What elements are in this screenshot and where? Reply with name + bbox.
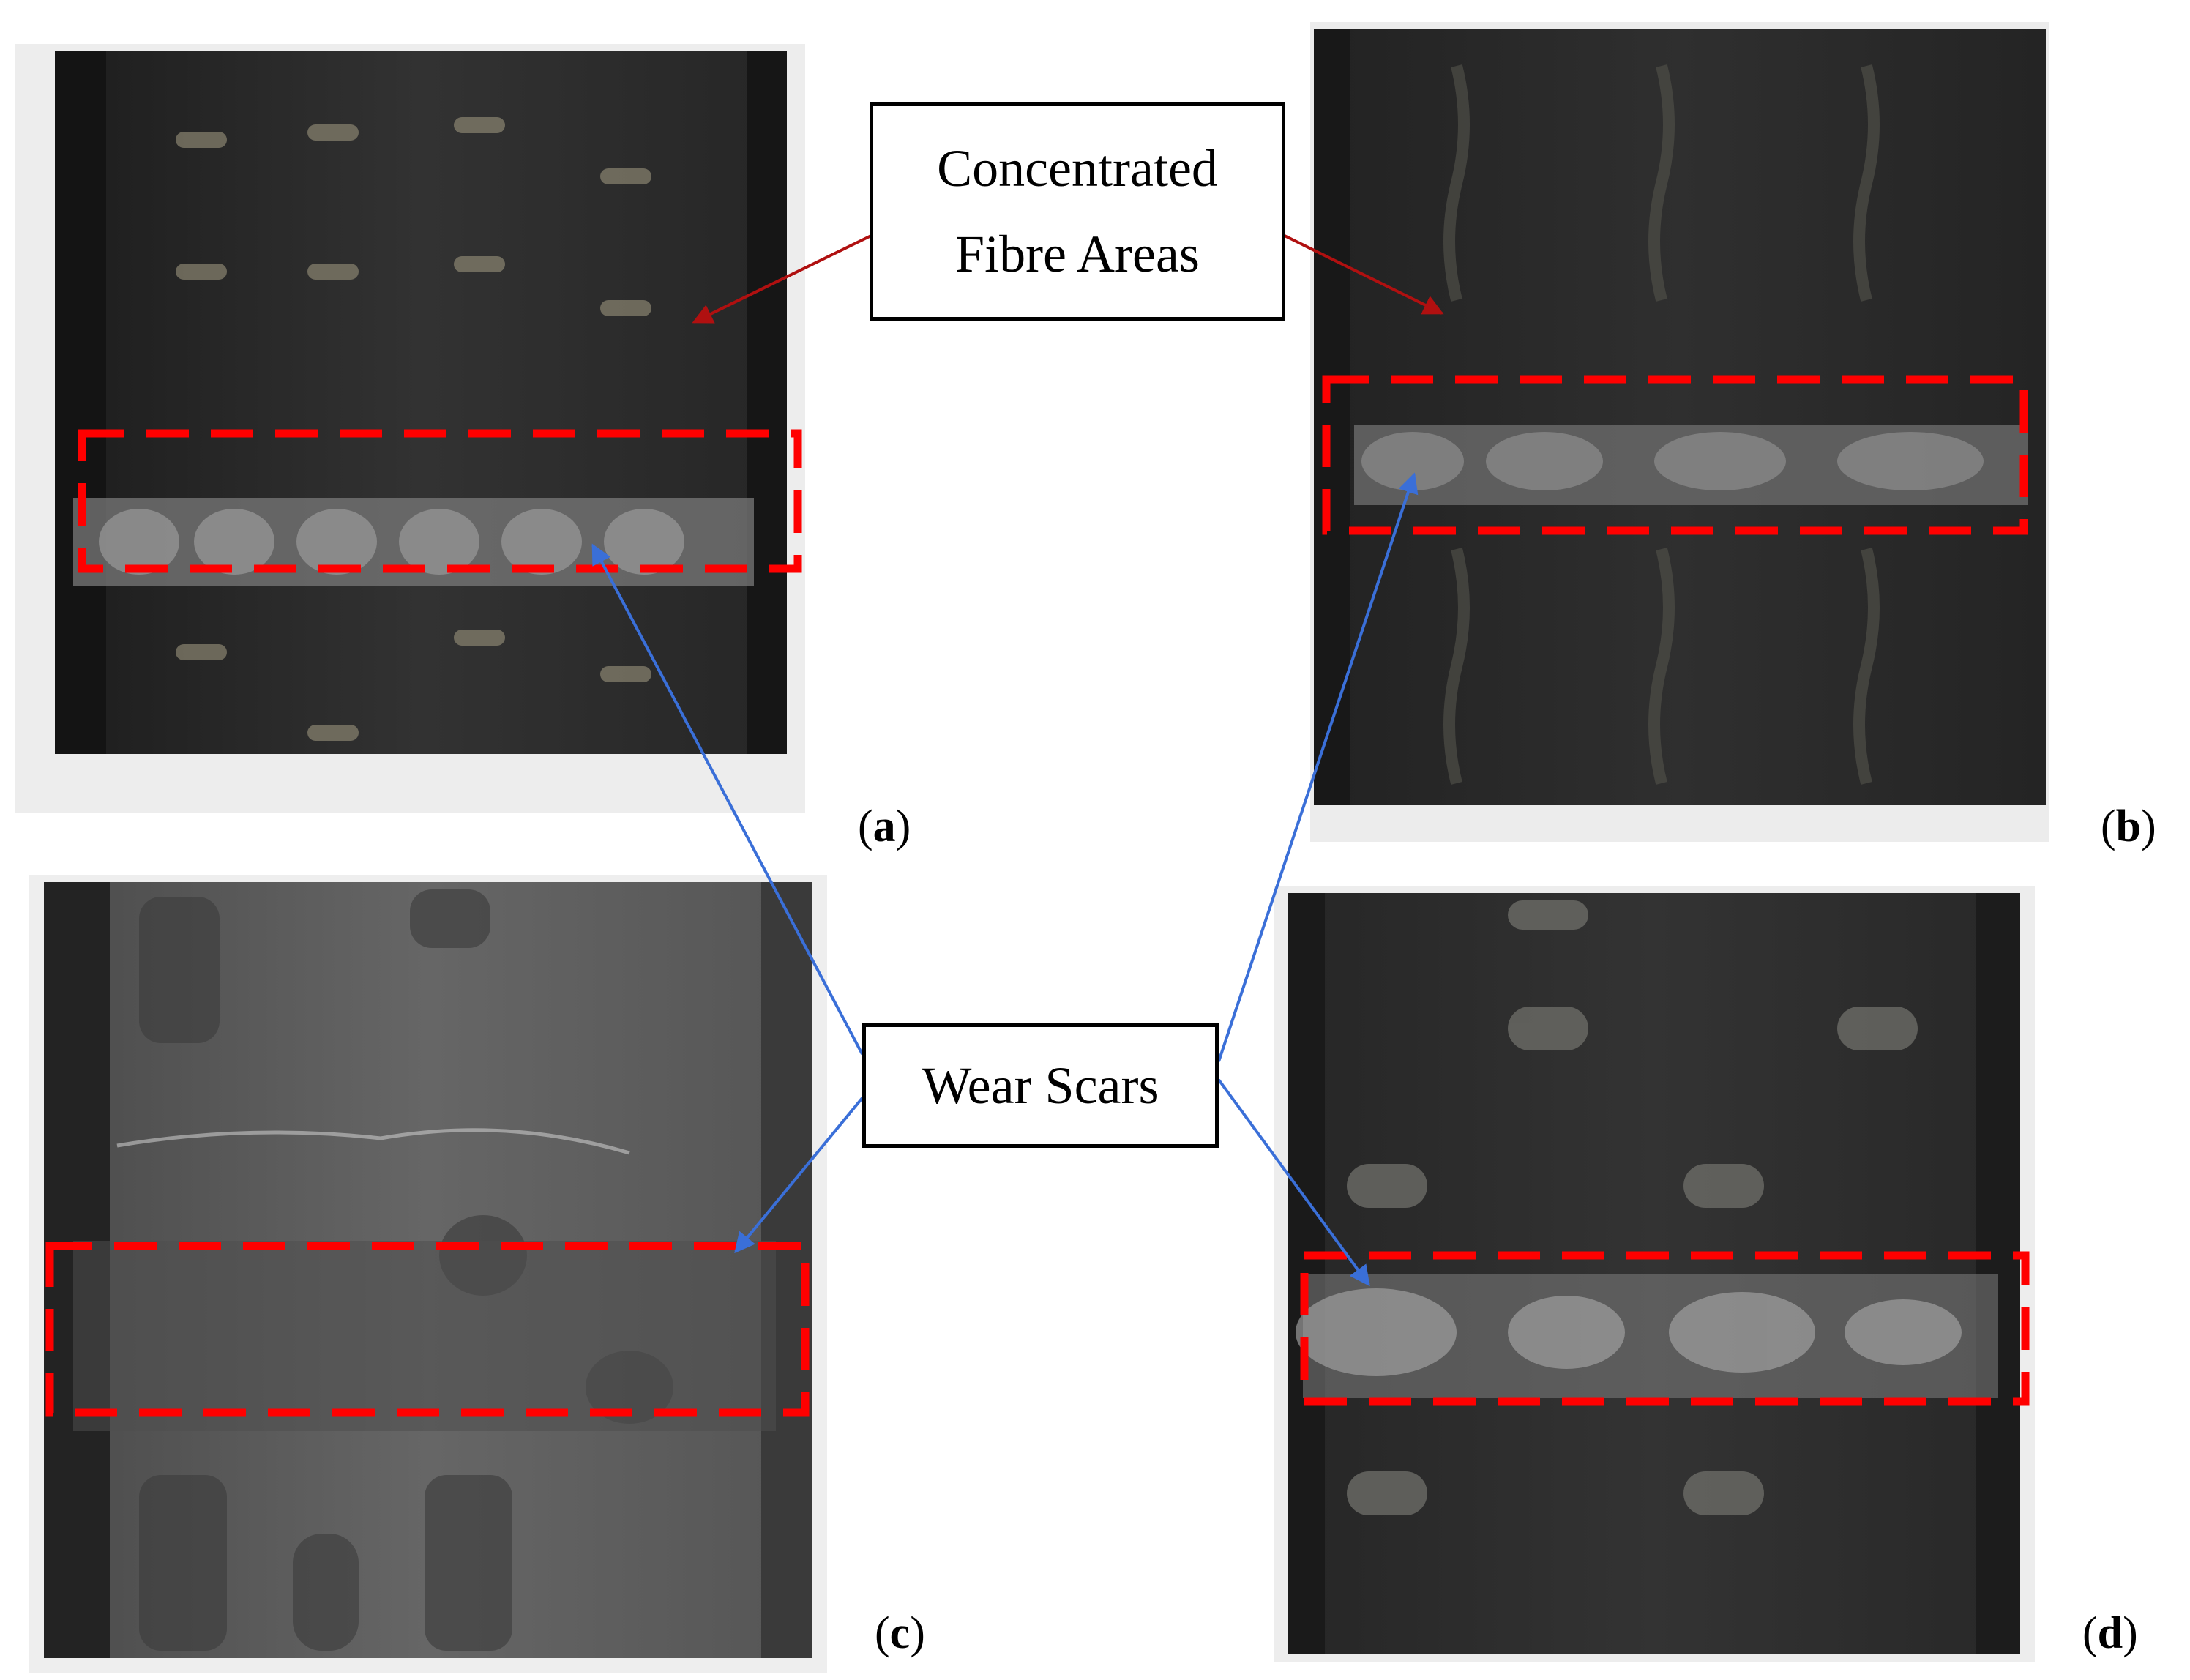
concentrated-fibre-line1: Concentrated <box>937 139 1218 198</box>
concentrated-fibre-callout: Concentrated Fibre Areas <box>870 102 1285 321</box>
panel-label-c: (c) <box>875 1608 925 1658</box>
concentrated-fibre-line2: Fibre Areas <box>955 225 1200 283</box>
specimen-photo-a <box>15 44 805 813</box>
panel-label-d: (d) <box>2082 1608 2138 1658</box>
wear-scars-text: Wear Scars <box>922 1056 1159 1115</box>
panel-label-a: (a) <box>858 802 911 851</box>
specimen-photo-b <box>1310 22 2049 842</box>
specimen-photo-d <box>1274 886 2035 1662</box>
specimen-photo-c <box>29 875 827 1673</box>
wear-scars-callout: Wear Scars <box>862 1023 1219 1148</box>
panel-label-b: (b) <box>2101 802 2156 851</box>
